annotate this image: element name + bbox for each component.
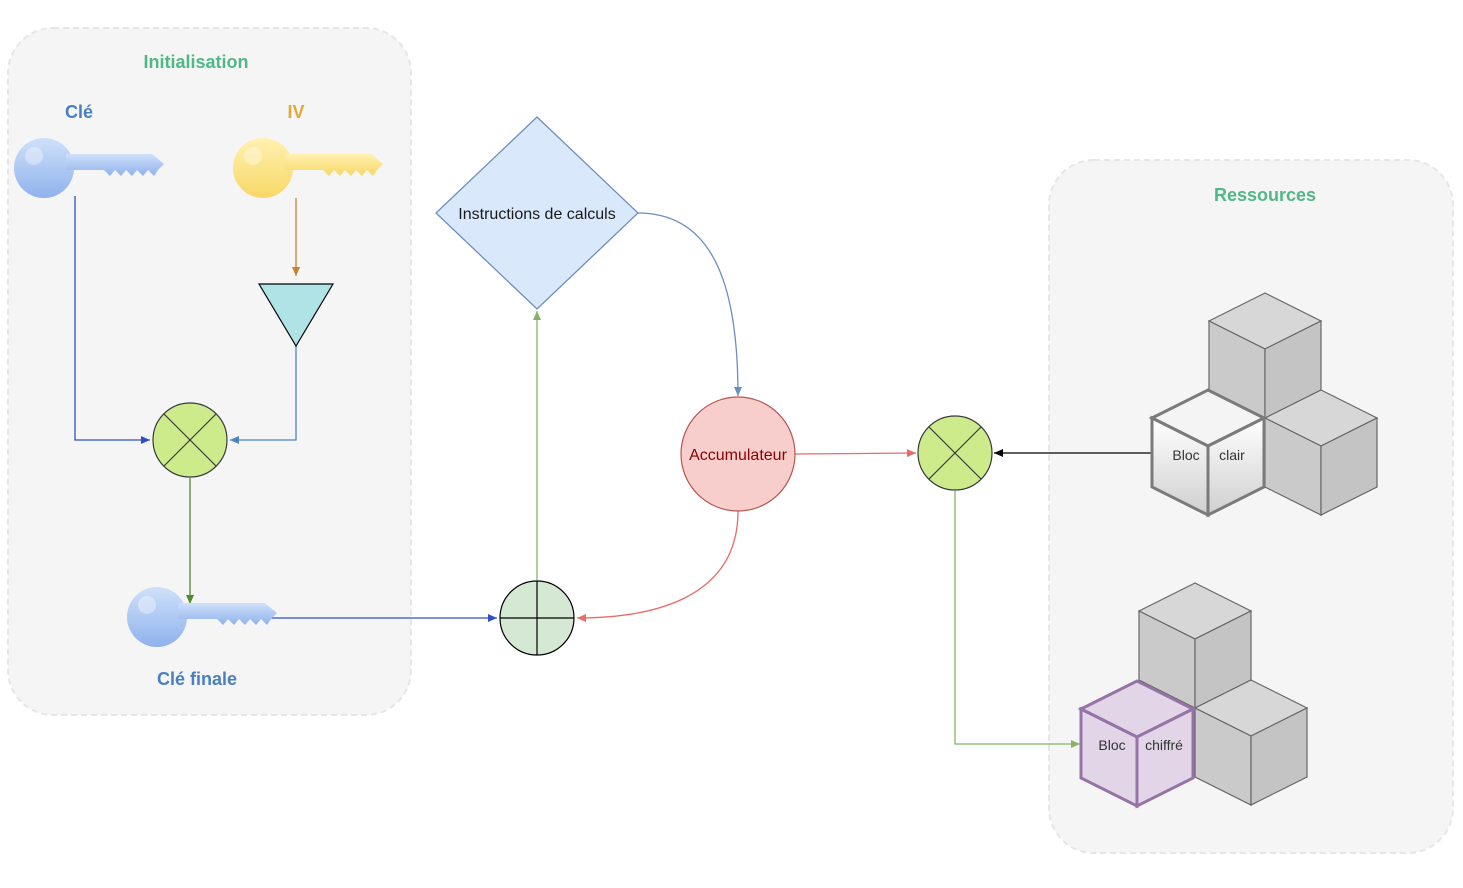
bloc-clair-word2: clair: [1219, 447, 1245, 463]
xor-operator-2: [917, 415, 993, 491]
key-cle-finale-label: Clé finale: [157, 669, 237, 689]
initialisation-group: [7, 27, 412, 716]
key-cle-icon: [14, 138, 164, 198]
bloc-clair-word1: Bloc: [1172, 447, 1199, 463]
accumulateur-label: Accumulateur: [689, 447, 787, 464]
xor-operator-1: [152, 402, 228, 478]
edge-triangle-to-xor: [230, 346, 297, 444]
cube-bloc-clair: [1148, 388, 1268, 518]
edge-cle-to-xor: [74, 196, 150, 444]
cube-cluster-chiffre: [1137, 582, 1309, 806]
edge-instructions-to-accumulateur: [637, 212, 742, 397]
cube-bloc-chiffre: [1077, 679, 1197, 809]
edge-xor2-to-bloc-chiffre: [954, 491, 1080, 748]
bloc-chiffre-word1: Bloc: [1098, 737, 1125, 753]
edge-accumulateur-to-xor2: [794, 449, 917, 458]
key-iv-label: IV: [287, 102, 304, 122]
bloc-chiffre-word2: chiffré: [1145, 737, 1183, 753]
accumulateur-node: Accumulateur: [680, 396, 796, 512]
add-operator: [499, 580, 575, 656]
instructions-label: Instructions de calculs: [458, 206, 615, 223]
instructions-diamond: Instructions de calculs: [435, 116, 639, 310]
cube-cluster-clair: [1207, 292, 1379, 516]
key-cle-label: Clé: [65, 102, 93, 122]
edge-accumulateur-to-plus: [576, 510, 739, 622]
transform-triangle: [257, 283, 335, 348]
initialisation-title: Initialisation: [143, 52, 248, 72]
key-cle-finale-icon: [127, 587, 277, 647]
ressources-title: Ressources: [1214, 185, 1316, 205]
key-iv-icon: [233, 138, 383, 198]
